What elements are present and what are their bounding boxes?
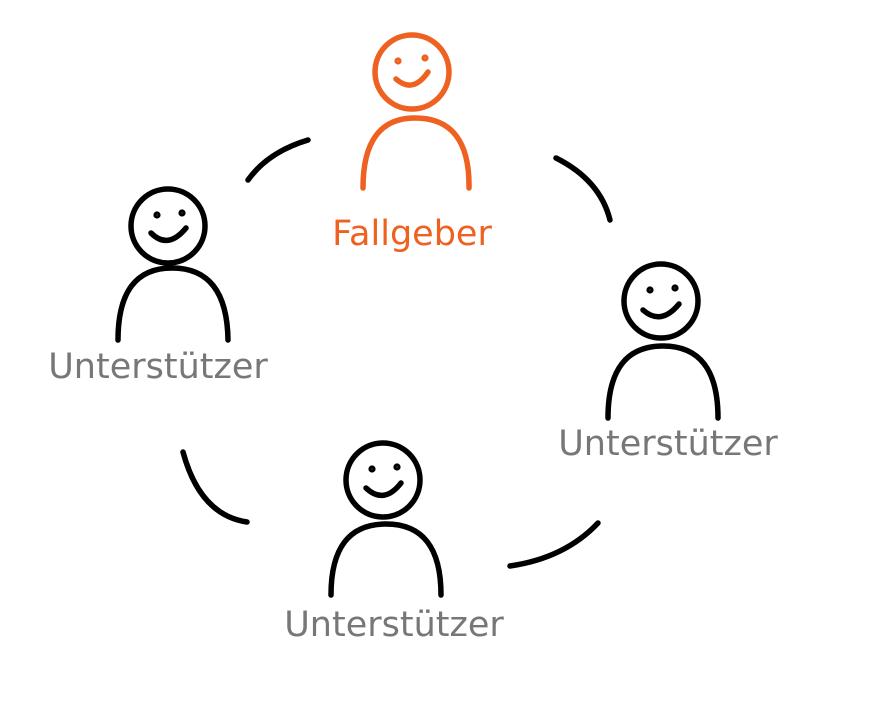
head-icon bbox=[343, 440, 423, 520]
eye-icon bbox=[393, 463, 401, 471]
eye-icon bbox=[394, 57, 402, 65]
body-icon bbox=[328, 521, 444, 598]
unterstuetzer-right-person-icon bbox=[605, 261, 721, 421]
head-icon bbox=[128, 186, 208, 266]
body-icon bbox=[115, 265, 231, 343]
fallgeber-person-icon bbox=[360, 32, 472, 191]
unterstuetzer-left-label: Unterstützer bbox=[48, 347, 268, 387]
eye-icon bbox=[153, 211, 161, 219]
unterstuetzer-bottom-label: Unterstützer bbox=[284, 605, 504, 645]
head-icon bbox=[621, 261, 701, 341]
smile-icon bbox=[393, 69, 431, 88]
body-icon bbox=[605, 343, 721, 421]
eye-icon bbox=[646, 286, 654, 294]
head-icon bbox=[372, 32, 452, 112]
connector-arc-bottom-left bbox=[180, 449, 250, 525]
fallgeber-label: Fallgeber bbox=[332, 214, 492, 254]
eye-icon bbox=[421, 54, 429, 62]
unterstuetzer-right-label: Unterstützer bbox=[558, 424, 778, 464]
connector-arc-top-right bbox=[553, 155, 613, 223]
smile-icon bbox=[148, 225, 189, 244]
eye-icon bbox=[178, 209, 186, 217]
connector-arc-top-left bbox=[245, 137, 311, 183]
eye-icon bbox=[368, 465, 376, 473]
eye-icon bbox=[671, 284, 679, 292]
smile-icon bbox=[640, 301, 682, 320]
unterstuetzer-left-person-icon bbox=[115, 186, 231, 343]
smile-icon bbox=[363, 480, 404, 499]
connector-arc-bottom-right bbox=[507, 520, 601, 569]
body-icon bbox=[360, 115, 472, 191]
unterstuetzer-bottom-person-icon bbox=[328, 440, 444, 598]
